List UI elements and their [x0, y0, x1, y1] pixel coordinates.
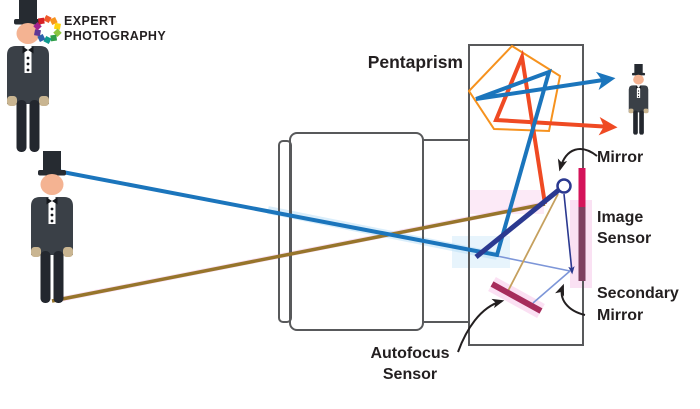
- mirror-label: Mirror: [597, 149, 644, 166]
- reflected-ray-blue: [532, 270, 571, 304]
- lens-barrel: [289, 132, 424, 331]
- secondary-mirror-label: Secondary Mirror: [597, 285, 679, 324]
- shirt: [24, 46, 32, 73]
- subject-ray-feet: [51, 202, 546, 303]
- hand: [7, 96, 17, 106]
- leg: [29, 100, 40, 152]
- face: [16, 23, 40, 44]
- viewfinder-image-figure: [628, 64, 649, 135]
- secondary-mirror-line: [563, 193, 575, 275]
- secondary-mirror-callout-arrow: [555, 283, 586, 316]
- image-sensor-bottom: [578, 207, 586, 281]
- autofocus-rays: [496, 193, 575, 304]
- callout-arrows: [457, 148, 598, 353]
- image-sensor-label: Image Sensor: [597, 209, 652, 247]
- expert-photography-logo-text: EXPERT PHOTOGRAPHY: [64, 14, 166, 43]
- transmitted-ray-tan: [507, 193, 559, 292]
- mirror-callout-arrow: [557, 148, 598, 172]
- pentaprism-label: Pentaprism: [367, 52, 463, 72]
- mirror-pivot: [556, 178, 572, 194]
- bow-tie-icon: [22, 46, 34, 54]
- transmitted-ray-blue: [496, 255, 571, 272]
- image-sensor-top: [578, 168, 586, 207]
- gentleman-figure: [7, 0, 49, 152]
- autofocus-sensor-bar: [490, 281, 543, 314]
- tuxedo: [7, 46, 49, 104]
- pentaprism-outline: [467, 44, 562, 133]
- logo-line1: EXPERT: [64, 14, 117, 28]
- viewfinder-ray-blue: [51, 68, 616, 258]
- expert-photography-logo-icon: [33, 14, 62, 45]
- leg: [16, 100, 27, 152]
- main-mirror: [474, 187, 562, 259]
- autofocus-sensor-label: Autofocus Sensor: [370, 345, 450, 383]
- autofocus-callout-arrow: [457, 298, 505, 353]
- top-hat-icon: [19, 0, 37, 20]
- logo-line2: PHOTOGRAPHY: [64, 28, 167, 43]
- hand: [39, 96, 49, 106]
